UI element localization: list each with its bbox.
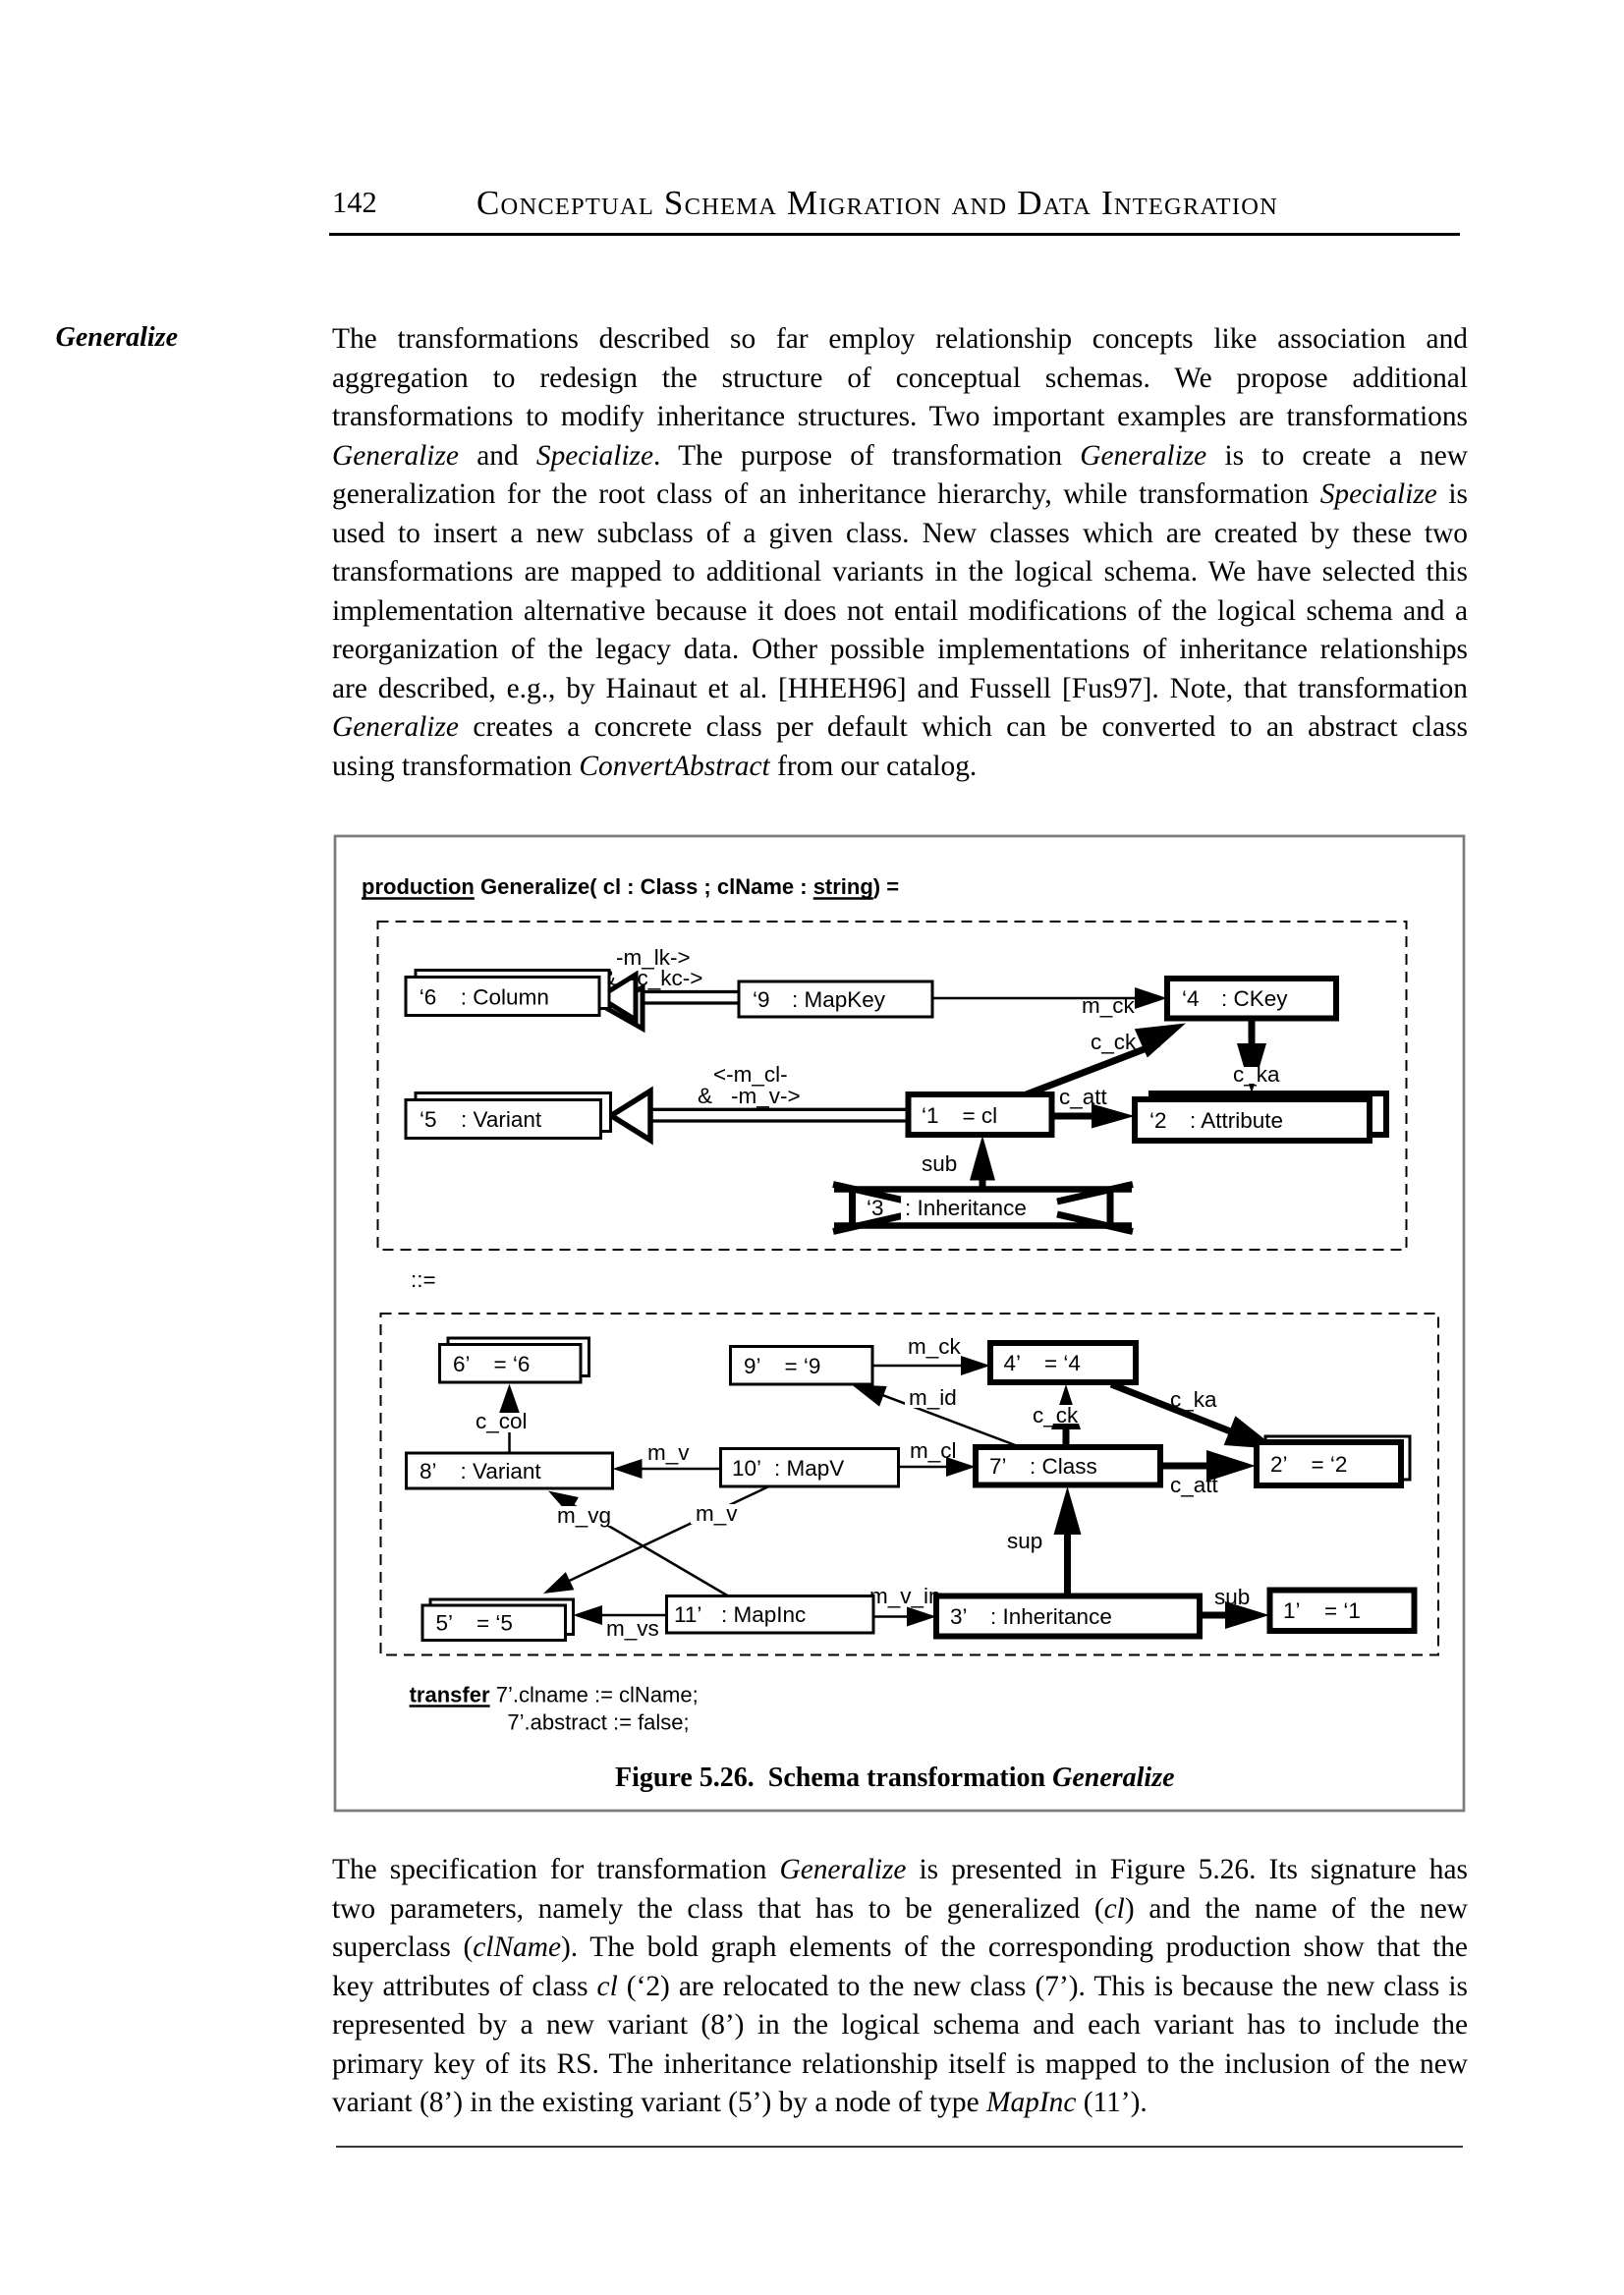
- svg-text:: Variant: : Variant: [461, 1107, 542, 1132]
- svg-text:: Attribute: : Attribute: [1190, 1108, 1283, 1133]
- svg-text:c_col: c_col: [476, 1409, 528, 1433]
- svg-text:4’: 4’: [1004, 1351, 1022, 1375]
- svg-text:‘4: ‘4: [1182, 986, 1200, 1011]
- svg-text:-m_lk->: -m_lk->: [616, 945, 691, 970]
- svg-text:sub: sub: [1214, 1585, 1250, 1609]
- svg-text:‘1: ‘1: [922, 1103, 939, 1128]
- svg-text:: CKey: : CKey: [1221, 986, 1288, 1011]
- svg-text:11’: 11’: [674, 1602, 701, 1627]
- svg-text:c_att: c_att: [1170, 1473, 1219, 1497]
- svg-text:: Variant: : Variant: [461, 1459, 542, 1483]
- svg-text:‘2: ‘2: [1149, 1108, 1167, 1133]
- svg-text:= ‘1: = ‘1: [1324, 1598, 1361, 1623]
- svg-text:= ‘2: = ‘2: [1312, 1452, 1348, 1477]
- svg-text:: MapV: : MapV: [774, 1456, 844, 1481]
- svg-text:: Inheritance: : Inheritance: [905, 1196, 1027, 1220]
- svg-text:‘5: ‘5: [420, 1107, 437, 1132]
- svg-text:5’: 5’: [436, 1611, 454, 1636]
- svg-text:1’: 1’: [1283, 1598, 1301, 1623]
- svg-text:transfer: transfer: [410, 1682, 490, 1707]
- svg-text:<-m_cl-: <-m_cl-: [713, 1062, 788, 1087]
- svg-text:c_att: c_att: [1059, 1085, 1108, 1109]
- svg-text:: Class: : Class: [1030, 1454, 1097, 1479]
- svg-text:6’: 6’: [453, 1352, 471, 1376]
- svg-text:m_cl: m_cl: [910, 1438, 957, 1463]
- svg-text:= ‘4: = ‘4: [1044, 1351, 1081, 1375]
- svg-text:-c_kc->: -c_kc->: [630, 966, 702, 990]
- svg-text:Generalize( cl : Class ; clNam: Generalize( cl : Class ; clName :: [475, 874, 813, 899]
- svg-text:‘3: ‘3: [867, 1196, 884, 1220]
- svg-text:9’: 9’: [744, 1354, 761, 1378]
- svg-text:m_ck: m_ck: [1082, 993, 1136, 1018]
- svg-text:7’.abstract := false;: 7’.abstract := false;: [507, 1709, 689, 1734]
- svg-text:‘9: ‘9: [753, 987, 770, 1012]
- svg-text:m_v: m_v: [696, 1501, 738, 1526]
- svg-text:&: &: [698, 1084, 712, 1108]
- svg-text:sup: sup: [1007, 1529, 1042, 1553]
- svg-text:::=: ::=: [411, 1267, 436, 1292]
- svg-text:m_ck: m_ck: [908, 1334, 962, 1359]
- svg-text:= cl: = cl: [963, 1103, 998, 1128]
- svg-text:2’: 2’: [1270, 1452, 1288, 1477]
- svg-text:) =: ) =: [873, 874, 899, 899]
- svg-text:m_v: m_v: [647, 1440, 690, 1465]
- svg-text:c_ck: c_ck: [1091, 1030, 1137, 1054]
- svg-text:: Inheritance: : Inheritance: [990, 1604, 1112, 1629]
- svg-text:m_vg: m_vg: [557, 1503, 611, 1528]
- svg-text:: Column: : Column: [461, 985, 549, 1010]
- svg-text:10’: 10’: [732, 1456, 761, 1481]
- svg-text:‘6: ‘6: [420, 985, 437, 1010]
- svg-text:m_v_in: m_v_in: [869, 1584, 941, 1608]
- svg-text:= ‘5: = ‘5: [476, 1611, 513, 1636]
- svg-text:c_ka: c_ka: [1170, 1387, 1217, 1412]
- svg-text:m_id: m_id: [909, 1385, 957, 1410]
- svg-text:: MapInc: : MapInc: [721, 1602, 806, 1627]
- svg-text:Figure 5.26. Schema transform: Figure 5.26. Schema transformation Gener…: [615, 1763, 1175, 1793]
- svg-text:8’: 8’: [420, 1459, 437, 1483]
- svg-text:c_ck: c_ck: [1033, 1403, 1079, 1427]
- svg-text:sub: sub: [922, 1151, 957, 1176]
- svg-text:production: production: [362, 874, 475, 899]
- svg-text:m_vs: m_vs: [606, 1616, 659, 1641]
- svg-text:3’: 3’: [950, 1604, 968, 1629]
- svg-text:string: string: [813, 874, 873, 899]
- svg-text:: MapKey: : MapKey: [792, 987, 886, 1012]
- svg-text:= ‘6: = ‘6: [494, 1352, 531, 1376]
- svg-text:= ‘9: = ‘9: [785, 1354, 821, 1378]
- svg-text:-m_v->: -m_v->: [731, 1084, 801, 1108]
- svg-text:7’: 7’: [989, 1454, 1007, 1479]
- svg-text:c_ka: c_ka: [1233, 1062, 1280, 1087]
- svg-text:7’.clname := clName;: 7’.clname := clName;: [490, 1682, 699, 1707]
